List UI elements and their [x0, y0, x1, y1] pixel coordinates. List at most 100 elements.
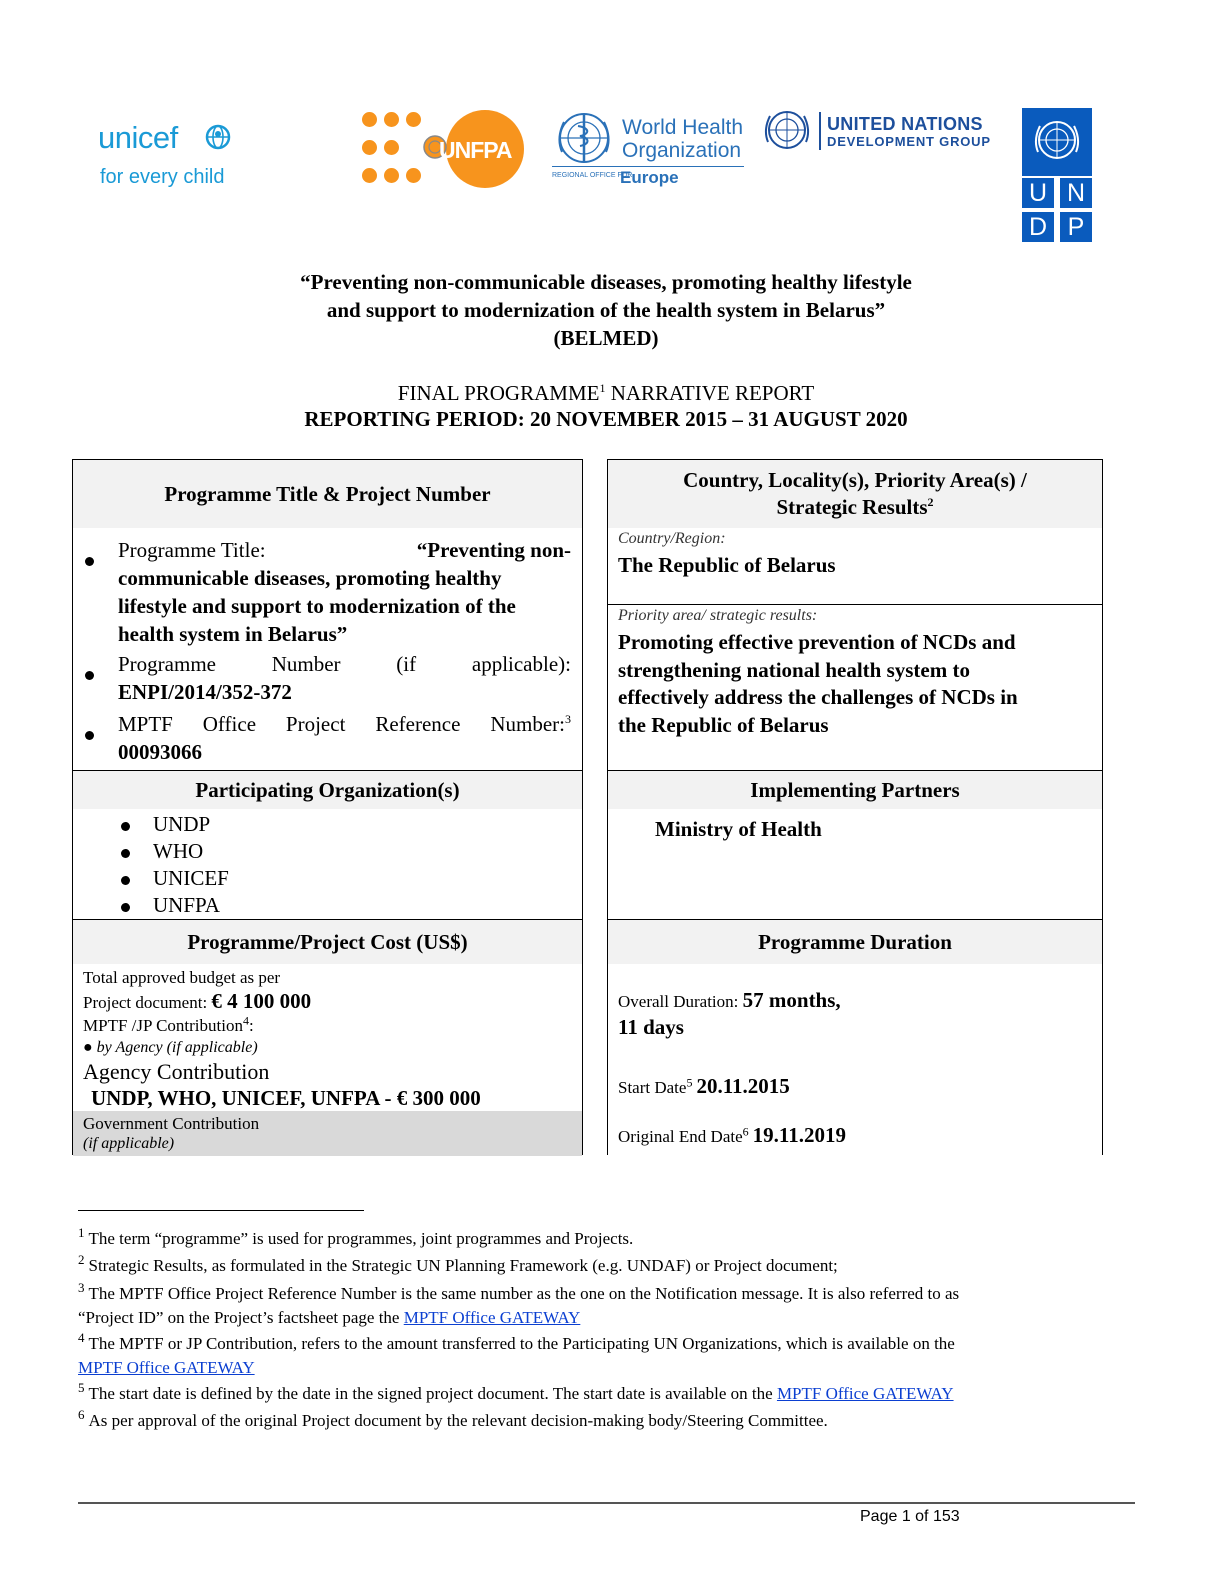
undg-logo: UNITED NATIONS DEVELOPMENT GROUP [762, 106, 1010, 158]
budget-value: € 4 100 000 [211, 989, 312, 1013]
implementing-partner: Ministry of Health [655, 817, 822, 841]
footnote-text: Strategic Results, as formulated in the … [88, 1256, 838, 1275]
page-number: Page 1 of 153 [860, 1508, 960, 1525]
by-agency-label: by Agency (if applicable) [96, 1039, 258, 1056]
overall-duration-label: Overall Duration: [618, 992, 743, 1011]
footnote-ref: 5 [686, 1075, 693, 1090]
overall-duration-value: 57 months, [742, 988, 841, 1012]
mptf-label-word: MPTF [118, 712, 173, 736]
bullet-icon [85, 545, 94, 573]
end-date-label: Original End Date [618, 1127, 743, 1146]
country-header: Country, Locality(s), Priority Area(s) /… [608, 460, 1102, 528]
unfpa-dot [406, 168, 421, 183]
un-emblem-icon [1034, 121, 1080, 159]
participating-orgs-header: Participating Organization(s) [73, 771, 582, 809]
who-name-line2: Organization [622, 139, 742, 162]
programme-number-label: Programme Number (if applicable): [118, 652, 571, 676]
footnote-number: 2 [78, 1252, 85, 1268]
colon: : [248, 1016, 254, 1035]
who-region-label: REGIONAL OFFICE FOR [552, 172, 633, 179]
footnote-ref: 3 [564, 712, 571, 726]
footer-rule [78, 1502, 1135, 1504]
programme-details: Programme Title: “Preventing non- commun… [73, 528, 582, 770]
who-logo: World Health Organization REGIONAL OFFIC… [548, 108, 748, 194]
report-title-part: NARRATIVE REPORT [605, 381, 815, 405]
undg-divider [819, 112, 821, 150]
government-contribution-note: (if applicable) [83, 1135, 175, 1152]
footnote-text: The term “programme” is used for program… [88, 1229, 634, 1248]
unfpa-dot [362, 168, 377, 183]
who-emblem-icon [558, 113, 610, 163]
unfpa-wordmark: UNFPA [439, 137, 513, 163]
mptf-label-word: Number:3 [490, 712, 571, 736]
country-label: Country/Region: [618, 530, 726, 547]
programme-title-value: communicable diseases, promoting healthy [118, 566, 502, 590]
footnote-4-continued: MPTF Office GATEWAY [78, 1357, 255, 1379]
programme-title-label: Programme Title: [118, 538, 266, 562]
unicef-tagline: for every child [100, 166, 225, 188]
cost-header: Programme/Project Cost (US$) [73, 920, 582, 964]
org-item: UNICEF [121, 865, 229, 892]
budget-label: Project document: [83, 993, 212, 1012]
mptf-label-word: Project [285, 712, 346, 736]
participating-orgs-list: UNDP WHO UNICEF UNFPA [73, 809, 582, 919]
undp-letter: N [1060, 178, 1092, 208]
start-date-label: Start Date [618, 1078, 687, 1097]
unfpa-dot [384, 168, 399, 183]
unicef-logo: unicef for every child [92, 112, 240, 202]
bullet-icon [121, 849, 130, 858]
title-line: (BELMED) [553, 326, 659, 350]
end-date-row: Original End Date6 19.11.2019 [618, 1121, 846, 1152]
footnote-separator [78, 1210, 364, 1211]
government-contribution-label: Government Contribution [83, 1114, 260, 1133]
mptf-gateway-link[interactable]: MPTF Office GATEWAY [403, 1308, 581, 1327]
bullet-icon [121, 903, 130, 912]
footnote-text: The start date is defined by the date in… [88, 1384, 777, 1403]
footnote-number: 4 [78, 1330, 85, 1346]
programme-title-row: Programme Title: “Preventing non- [118, 536, 571, 564]
org-name: UNICEF [153, 866, 229, 890]
footnote-text: The MPTF Office Project Reference Number… [88, 1284, 960, 1303]
country-header-line: Country, Locality(s), Priority Area(s) / [683, 468, 1027, 492]
mptf-gateway-link[interactable]: MPTF Office GATEWAY [78, 1358, 255, 1377]
who-name-line1: World Health [622, 116, 743, 139]
unfpa-circle [446, 110, 524, 188]
org-item: UNFPA [121, 892, 220, 919]
mptf-contribution-label: MPTF /JP Contribution [83, 1016, 243, 1035]
footnote-text: As per approval of the original Project … [88, 1411, 828, 1430]
overall-duration-value: 11 days [618, 1015, 684, 1039]
cost-details: Total approved budget as per Project doc… [73, 964, 582, 1156]
divider [73, 919, 582, 920]
report-title-part: FINAL PROGRAMME [397, 381, 600, 405]
end-date-value: 19.11.2019 [752, 1123, 846, 1147]
who-divider [552, 166, 744, 167]
divider [608, 770, 1102, 771]
divider [608, 919, 1102, 920]
left-info-table: Programme Title & Project Number Program… [72, 459, 583, 1156]
programme-title: “Preventing non-communicable diseases, p… [0, 268, 1212, 352]
footnote-ref: 2 [927, 495, 934, 509]
programme-number-value: ENPI/2014/352-372 [118, 680, 292, 704]
budget-label: Total approved budget as per [83, 968, 281, 987]
unfpa-dot [362, 112, 377, 127]
priority-label: Priority area/ strategic results: [618, 607, 818, 624]
start-date-row: Start Date5 20.11.2015 [618, 1072, 790, 1103]
country-header-line: Strategic Results2 [776, 494, 933, 521]
footnote-text: The MPTF or JP Contribution, refers to t… [88, 1334, 955, 1353]
programme-title-value: “Preventing non- [416, 538, 571, 562]
priority-value-line: strengthening national health system to [618, 657, 970, 682]
country-cell: Country/Region: The Republic of Belarus [608, 528, 1102, 604]
org-name: UNFPA [153, 893, 220, 917]
bullet-icon [121, 876, 130, 885]
footnote-3-continued: “Project ID” on the Project’s factsheet … [78, 1307, 580, 1329]
agency-contribution-label: Agency Contribution [83, 1059, 270, 1084]
unfpa-logo: UNFPA [362, 110, 524, 190]
duration-cell: Overall Duration: 57 months, 11 days Sta… [608, 964, 1102, 1156]
priority-value-line: effectively address the challenges of NC… [618, 685, 1018, 709]
programme-title-value: lifestyle and support to modernization o… [118, 594, 516, 618]
title-line: and support to modernization of the heal… [326, 298, 886, 322]
mptf-gateway-link[interactable]: MPTF Office GATEWAY [776, 1384, 954, 1403]
